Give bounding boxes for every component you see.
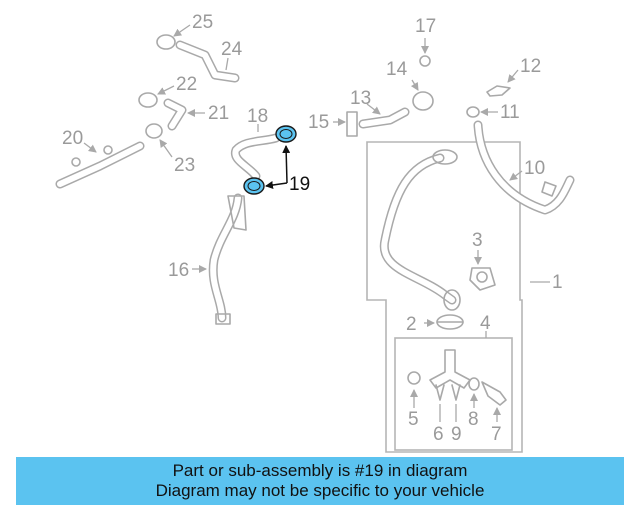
part-12-clip [486,69,519,97]
part-11-seal [466,106,498,118]
part-2-clamp [424,314,464,330]
part-17-oring [419,38,431,67]
callout-7: 7 [491,424,502,445]
part-23-clamp [145,123,173,158]
part-21-hose [163,98,205,131]
callout-11: 11 [500,102,520,123]
callout-18: 18 [247,106,268,127]
callout-6: 6 [433,424,444,445]
callout-16: 16 [168,260,189,281]
part-25-clamp [156,24,191,50]
callout-21: 21 [208,103,229,124]
callout-17: 17 [415,16,436,37]
part-6-clip [435,384,445,422]
callout-23: 23 [174,155,195,176]
parts-diagram: 1 2 3 4 5 6 9 8 7 [55,12,575,453]
banner-line-1: Part or sub-assembly is #19 in diagram [172,461,468,480]
part-5-oring [407,371,421,408]
callout-8: 8 [468,409,479,430]
part-13-hose [358,103,410,129]
part-10-pipe [473,120,575,215]
part-8-oring [468,377,480,408]
callout-12: 12 [520,56,541,77]
part-19-hose-clamp [243,125,297,195]
part-7-sensor [481,381,507,422]
callout-2: 2 [406,314,417,335]
callout-3: 3 [472,230,483,251]
callout-24: 24 [221,39,243,60]
callout-9: 9 [451,424,462,445]
part-18-hose [230,124,281,181]
part-22-clamp [138,85,175,108]
part-3-fitting [469,250,496,291]
part-24-hose [175,40,240,83]
part-14-clamp [410,79,434,111]
banner-line-2: Diagram may not be specific to your vehi… [155,481,485,500]
callout-15: 15 [308,112,329,133]
part-16-hose [192,193,247,325]
callout-5: 5 [408,409,419,430]
info-banner: Part or sub-assembly is #19 in diagram D… [16,457,624,505]
part-4-kit-box [394,331,513,451]
callout-13: 13 [350,88,371,109]
callout-22: 22 [176,74,197,95]
part-9-clip [451,384,461,422]
callout-10: 10 [524,158,545,179]
callout-1: 1 [552,272,563,293]
callout-20: 20 [62,128,83,149]
callout-4: 4 [480,313,491,334]
callout-14: 14 [386,59,408,80]
part-20-pipe [55,141,145,189]
callout-19: 19 [289,174,310,195]
callout-25: 25 [192,12,213,33]
part-15-bracket [333,111,358,137]
